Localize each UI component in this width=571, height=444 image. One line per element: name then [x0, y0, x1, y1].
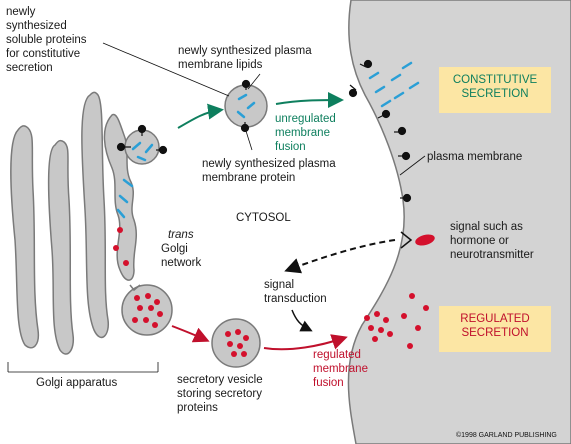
label-golgi-network: Golgi network: [161, 243, 202, 269]
label-plasma-lipids: newly synthesized plasma membrane lipids: [178, 45, 312, 71]
secretory-to-membrane-arrow: [263, 334, 348, 351]
copyright-notice: ©1998 GARLAND PUBLISHING: [456, 432, 557, 439]
golgi-to-vesicle-arrow: [177, 103, 224, 129]
secretory-vesicle: [211, 318, 261, 368]
leader-lines: [7, 42, 426, 373]
label-golgi-apparatus: Golgi apparatus: [36, 377, 118, 389]
regulated-proteins: [113, 227, 429, 357]
label-plasma-protein: newly synthesized plasma membrane protei…: [202, 158, 336, 184]
golgi-bud-regulated: [121, 284, 173, 336]
golgi-cisterna-3: [81, 91, 110, 339]
label-trans: trans: [168, 229, 194, 241]
membrane-proteins: [116, 59, 412, 203]
label-signal-transduction: signal transduction: [264, 279, 327, 305]
hormone-signal: [415, 234, 435, 246]
label-cytosol: CYTOSOL: [236, 212, 291, 224]
label-secretory-vesicle: secretory vesicle storing secretory prot…: [177, 374, 263, 414]
golgi-cisterna-1: [10, 125, 40, 349]
constitutive-vesicle: [224, 84, 268, 128]
signal-arrow: [284, 239, 396, 274]
constitutive-secretion-box: CONSTITUTIVE SECRETION: [439, 67, 551, 113]
regulated-secretion-box: REGULATED SECRETION: [439, 306, 551, 352]
vesicle-to-membrane-arrow: [275, 92, 344, 109]
label-unregulated-fusion: unregulated membrane fusion: [275, 113, 336, 153]
golgi-apparatus: [10, 91, 137, 355]
constitutive-proteins: [116, 61, 420, 219]
label-soluble-proteins: newly synthesized soluble proteins for c…: [6, 6, 87, 74]
golgi-cisterna-2: [47, 139, 75, 355]
label-plasma-membrane: plasma membrane: [427, 151, 523, 163]
golgi-to-secretory-arrow: [171, 325, 210, 343]
transduction-arrow: [291, 309, 313, 332]
label-signal-hormone: signal such as hormone or neurotransmitt…: [450, 221, 534, 261]
receptor: [400, 231, 413, 249]
label-regulated-fusion: regulated membrane fusion: [313, 349, 368, 389]
